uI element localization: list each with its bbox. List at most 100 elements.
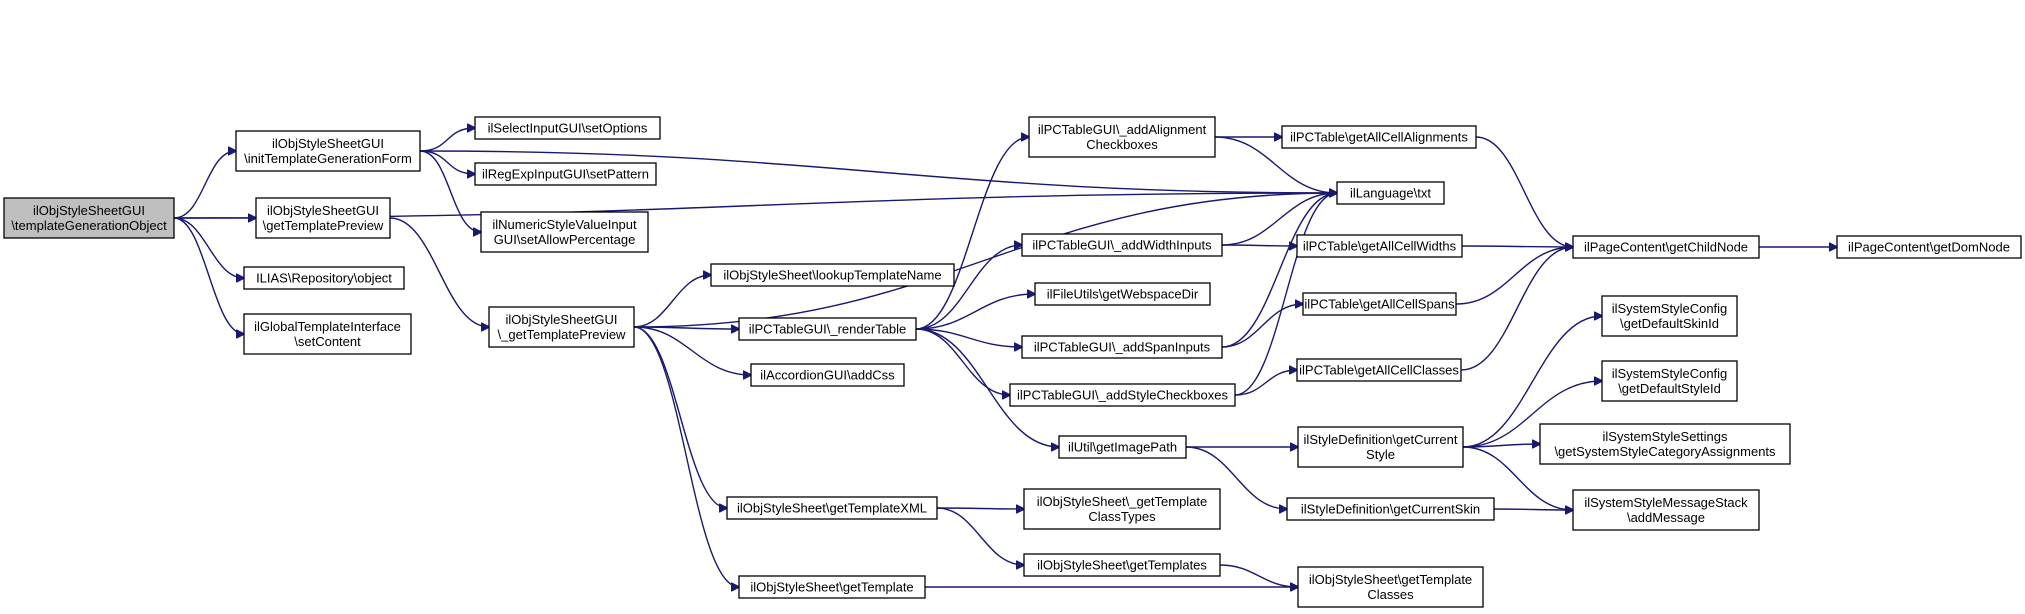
node-setAllowPct[interactable]: ilNumericStyleValueInputGUI\setAllowPerc… [480, 211, 649, 253]
node-label-line: ilPCTable\getAllCellClasses [1299, 363, 1459, 378]
node-initForm[interactable]: ilObjStyleSheetGUI\initTemplateGeneratio… [235, 130, 421, 172]
node-catAssign[interactable]: ilSystemStyleSettings\getSystemStyleCate… [1539, 423, 1791, 465]
edge-curSkin-to-addMessage [1493, 509, 1573, 510]
node-curSkin[interactable]: ilStyleDefinition\getCurrentSkin [1286, 497, 1495, 521]
edge-renderTable-to-webspace [915, 294, 1035, 330]
edge-root-to-setContent [173, 217, 244, 334]
node-langTxt[interactable]: ilLanguage\txt [1336, 181, 1445, 205]
edge-_getTplPreview-to-addCss [633, 326, 751, 375]
node-addCss[interactable]: ilAccordionGUI\addCss [750, 363, 905, 387]
node-box [1601, 360, 1738, 402]
node-box [1336, 181, 1445, 205]
node-cellClasses[interactable]: ilPCTable\getAllCellClasses [1296, 358, 1462, 382]
node-defSkin[interactable]: ilSystemStyleConfig\getDefaultSkinId [1601, 295, 1738, 337]
node-box [1601, 295, 1738, 337]
node-addWidth[interactable]: ilPCTableGUI\_addWidthInputs [1021, 233, 1223, 257]
node-setContent[interactable]: ilGlobalTemplateInterface\setContent [243, 313, 412, 355]
node-getTemplate[interactable]: ilObjStyleSheet\getTemplate [738, 575, 926, 599]
node-repoObject[interactable]: ILIAS\Repository\object [243, 266, 405, 290]
node-label-line: ilObjStyleSheetGUI [267, 203, 379, 218]
edge-addWidth-to-cellWidths [1221, 245, 1297, 246]
node-label-line: \getTemplatePreview [263, 218, 384, 233]
edge-_getTplPreview-to-renderTable [633, 327, 739, 329]
edge-renderTable-to-addWidth [915, 245, 1022, 330]
node-label-line: ilNumericStyleValueInput [492, 217, 637, 232]
edge-initForm-to-setOptions [419, 128, 475, 152]
node-label-line: ilObjStyleSheetGUI [506, 312, 618, 327]
node-label-line: ilRegExpInputGUI\setPattern [482, 167, 649, 182]
edge-curStyle-to-catAssign [1462, 444, 1540, 447]
node-label-line: ILIAS\Repository\object [256, 271, 392, 286]
node-box [1296, 234, 1463, 258]
node-box [1297, 426, 1464, 468]
edge-initForm-to-langTxt [419, 150, 1337, 193]
node-addStyleCb[interactable]: ilPCTableGUI\_addStyleCheckboxes [1009, 383, 1236, 407]
node-addMessage[interactable]: ilSystemStyleMessageStack\addMessage [1572, 489, 1760, 531]
node-label-line: \setContent [294, 334, 361, 349]
node-domNode[interactable]: ilPageContent\getDomNode [1836, 235, 2022, 259]
edge-root-to-initForm [173, 151, 236, 219]
node-box [1286, 497, 1495, 521]
node-label-line: ilPCTableGUI\_addStyleCheckboxes [1017, 388, 1228, 403]
node-label-line: ilAccordionGUI\addCss [760, 368, 895, 383]
node-box [1021, 335, 1223, 359]
node-label-line: ilStyleDefinition\getCurrentSkin [1301, 502, 1480, 517]
node-root[interactable]: ilObjStyleSheetGUI\templateGenerationObj… [3, 197, 175, 239]
node-label-line: ilPCTableGUI\_addWidthInputs [1032, 238, 1212, 253]
node-box [1539, 423, 1791, 465]
node-label-line: ilObjStyleSheet\getTemplate [1309, 572, 1472, 587]
node-box [1058, 435, 1187, 459]
node-label-line: ilPCTableGUI\_addSpanInputs [1034, 340, 1211, 355]
node-childNode[interactable]: ilPageContent\getChildNode [1572, 235, 1760, 259]
node-box [1297, 566, 1484, 608]
edge-getTplPreview-to-_getTplPreview [389, 217, 489, 327]
edge-getTplXML-to-classTypes [936, 508, 1024, 509]
node-setOptions[interactable]: ilSelectInputGUI\setOptions [474, 116, 661, 140]
node-label-line: ilLanguage\txt [1350, 186, 1431, 201]
edge-_getTplPreview-to-getTemplate [633, 326, 739, 587]
node-getTemplates[interactable]: ilObjStyleSheet\getTemplates [1023, 553, 1221, 577]
node-label-line: \templateGenerationObject [11, 218, 167, 233]
node-webspace[interactable]: ilFileUtils\getWebspaceDir [1034, 282, 1211, 306]
node-box [243, 266, 405, 290]
node-cellSpans[interactable]: ilPCTable\getAllCellSpans [1302, 292, 1457, 316]
edge-imagePath-to-curSkin [1185, 446, 1287, 509]
edge-cellSpans-to-childNode [1455, 247, 1573, 305]
node-lookupTplName[interactable]: ilObjStyleSheet\lookupTemplateName [710, 263, 955, 287]
edge-getTplXML-to-getTemplates [936, 507, 1024, 565]
node-label-line: ilPageContent\getChildNode [1584, 240, 1748, 255]
node-label-line: ilPCTable\getAllCellSpans [1304, 297, 1455, 312]
node-addSpan[interactable]: ilPCTableGUI\_addSpanInputs [1021, 335, 1223, 359]
node-box [1572, 235, 1760, 259]
node-label-line: ilSystemStyleConfig [1612, 366, 1728, 381]
node-label-line: Classes [1367, 587, 1414, 602]
node-box [1009, 383, 1236, 407]
edge-_getTplPreview-to-getTplXML [633, 326, 727, 508]
node-box [1281, 125, 1477, 149]
edge-addStyleCb-to-cellClasses [1234, 370, 1297, 396]
node-_getTplPreview[interactable]: ilObjStyleSheetGUI\_getTemplatePreview [488, 306, 635, 348]
node-setPattern[interactable]: ilRegExpInputGUI\setPattern [474, 162, 657, 186]
node-label-line: ilSystemStyleConfig [1612, 301, 1728, 316]
node-getTplXML[interactable]: ilObjStyleSheet\getTemplateXML [726, 496, 938, 520]
node-cellAlign[interactable]: ilPCTable\getAllCellAlignments [1281, 125, 1477, 149]
node-label-line: ilFileUtils\getWebspaceDir [1047, 287, 1199, 302]
node-label-line: ClassTypes [1088, 509, 1156, 524]
node-renderTable[interactable]: ilPCTableGUI\_renderTable [738, 317, 917, 341]
edge-addStyleCb-to-langTxt [1234, 193, 1337, 396]
node-box [3, 197, 175, 239]
node-box [1023, 553, 1221, 577]
edge-addWidth-to-langTxt [1221, 193, 1337, 246]
node-getTplPreview[interactable]: ilObjStyleSheetGUI\getTemplatePreview [255, 197, 391, 239]
node-label-line: \getDefaultStyleId [1618, 381, 1721, 396]
node-cellWidths[interactable]: ilPCTable\getAllCellWidths [1296, 234, 1463, 258]
node-defStyle[interactable]: ilSystemStyleConfig\getDefaultStyleId [1601, 360, 1738, 402]
edge-renderTable-to-imagePath [915, 328, 1059, 447]
node-label-line: GUI\setAllowPercentage [494, 232, 636, 247]
node-box [255, 197, 391, 239]
node-imagePath[interactable]: ilUtil\getImagePath [1058, 435, 1187, 459]
